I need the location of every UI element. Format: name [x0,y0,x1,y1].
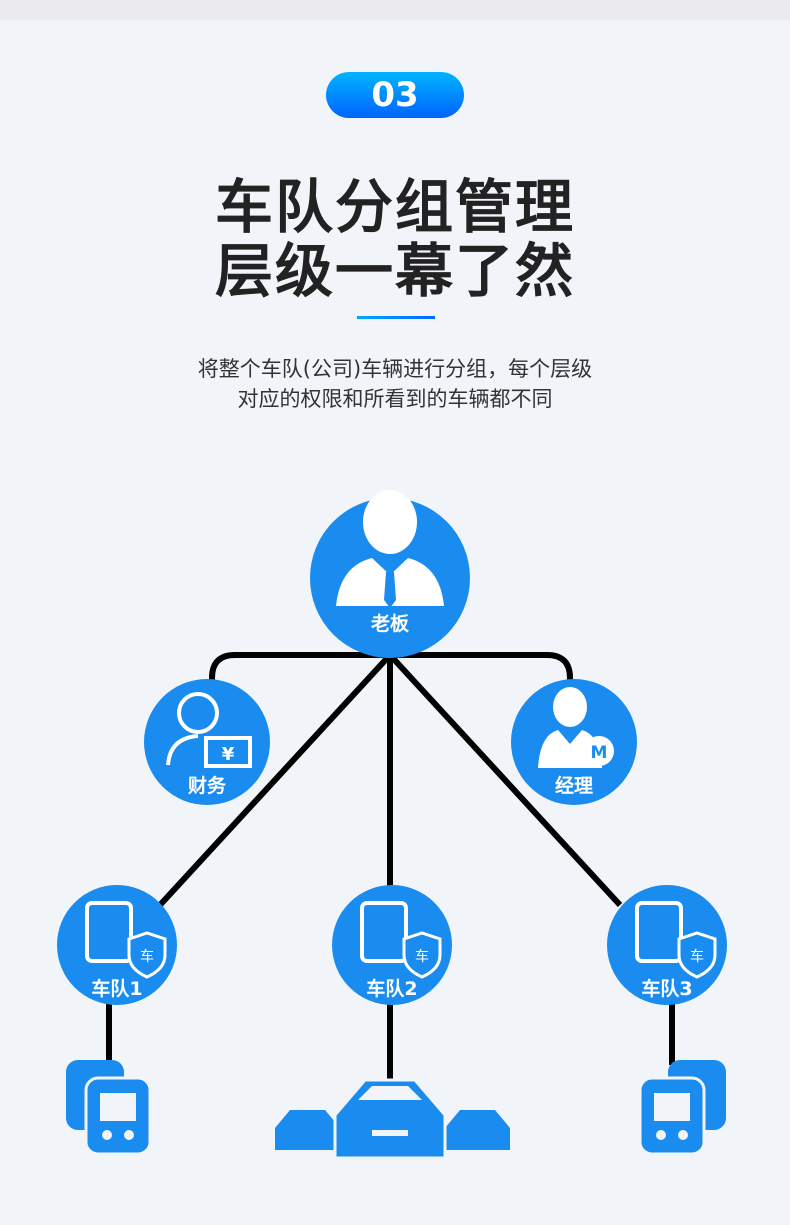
truck-icon [635,901,683,963]
section-number-badge: 03 [326,72,464,118]
m-badge-icon: M [591,743,608,763]
manager-icon [538,687,614,768]
subtitle-line-2: 对应的权限和所看到的车辆都不同 [237,387,553,411]
title-line-1: 车队分组管理 [214,173,575,241]
node-boss[interactable]: 老板 [310,490,470,658]
svg-text:车: 车 [140,948,154,965]
bus-group-icon-right [638,1060,726,1156]
bus-group-icon-left [66,1060,152,1156]
tie-icon [384,572,396,608]
shield-icon [402,931,442,979]
connector-fleet3 [387,652,623,908]
title-line-2: 层级一幕了然 [214,237,575,305]
node-label-boss: 老板 [371,612,410,635]
node-label-fleet1: 车队1 [91,977,142,1000]
node-fleet3[interactable]: 车 车队3 [607,885,727,1005]
shield-icon [677,931,717,979]
car-group-icon [275,1078,510,1160]
yen-icon: ¥ [222,744,235,765]
node-label-manager: 经理 [555,774,593,797]
node-label-fleet2: 车队2 [366,977,417,1000]
node-finance[interactable]: ¥ 财务 [144,679,270,805]
svg-text:车: 车 [690,948,704,965]
node-manager[interactable]: M 经理 [511,679,637,805]
connector-fleet1 [157,652,393,908]
connectors [106,652,675,1080]
truck-icon [85,901,133,963]
finance-person-icon [166,692,252,768]
node-fleet2[interactable]: 车 车队2 [332,885,452,1005]
svg-text:车: 车 [415,948,429,965]
subtitle-line-1: 将整个车队(公司)车辆进行分组，每个层级 [197,357,593,381]
node-label-finance: 财务 [188,774,227,797]
node-label-fleet3: 车队3 [641,977,692,1000]
node-fleet1[interactable]: 车 车队1 [57,885,177,1005]
title-underline [357,316,435,319]
truck-icon [360,901,408,963]
shield-icon [127,931,167,979]
top-bar [0,0,790,20]
